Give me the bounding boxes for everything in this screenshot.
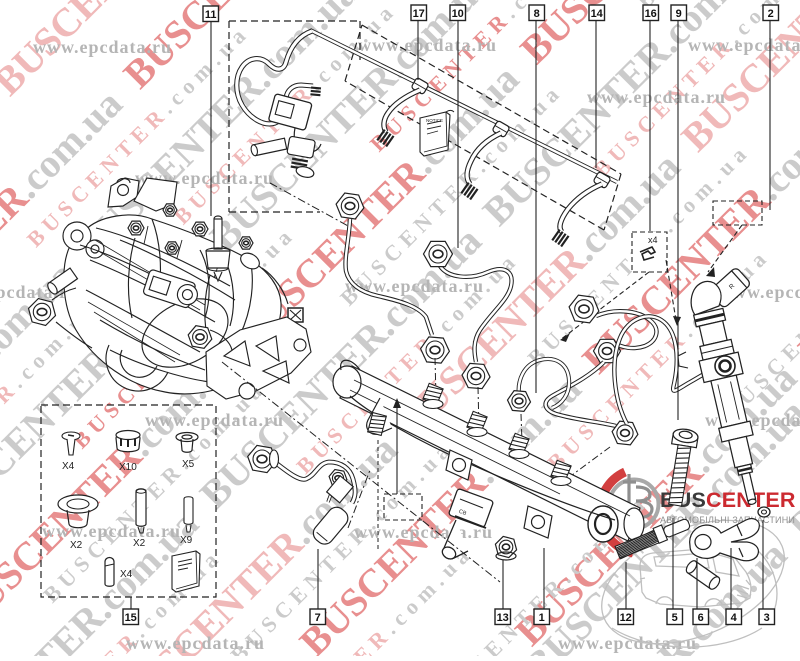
svg-text:www.epcdata.ru: www.epcdata.ru bbox=[358, 35, 497, 55]
svg-text:www.epcdata.ru: www.epcdata.ru bbox=[345, 276, 484, 296]
svg-text:17: 17 bbox=[413, 8, 425, 20]
svg-text:X4: X4 bbox=[120, 569, 133, 580]
svg-text:1: 1 bbox=[539, 612, 545, 624]
svg-text:АВТОМОБІЛЬНІ ЗАПЧАСТИНИ: АВТОМОБІЛЬНІ ЗАПЧАСТИНИ bbox=[660, 515, 795, 525]
svg-text:13: 13 bbox=[497, 612, 509, 624]
svg-text:R: R bbox=[728, 282, 736, 291]
svg-text:X5: X5 bbox=[182, 459, 195, 470]
svg-text:www.epcdata.ru: www.epcdata.ru bbox=[33, 37, 172, 57]
svg-text:5: 5 bbox=[672, 612, 678, 624]
svg-text:X10: X10 bbox=[119, 462, 137, 473]
svg-text:X2: X2 bbox=[70, 540, 83, 551]
svg-text:NOTICE: NOTICE bbox=[426, 118, 443, 123]
svg-text:X2: X2 bbox=[133, 538, 146, 549]
svg-text:CB: CB bbox=[458, 509, 468, 517]
svg-text:7: 7 bbox=[315, 612, 321, 624]
svg-text:6: 6 bbox=[698, 612, 704, 624]
svg-text:12: 12 bbox=[620, 612, 632, 624]
svg-text:www.epcdata.ru: www.epcdata.ru bbox=[587, 87, 726, 107]
svg-text:3: 3 bbox=[764, 612, 770, 624]
svg-text:X9: X9 bbox=[180, 535, 193, 546]
svg-text:9: 9 bbox=[676, 8, 682, 20]
svg-text:www.epcdata.ru: www.epcdata.ru bbox=[126, 633, 265, 653]
svg-text:8: 8 bbox=[534, 8, 540, 20]
svg-text:16: 16 bbox=[645, 8, 657, 20]
svg-text:14: 14 bbox=[591, 8, 604, 20]
svg-text:4: 4 bbox=[731, 612, 738, 624]
svg-text:11: 11 bbox=[205, 9, 217, 21]
svg-text:www.epcdata.ru: www.epcdata.ru bbox=[558, 633, 697, 653]
svg-text:2: 2 bbox=[768, 8, 774, 20]
svg-text:X4: X4 bbox=[62, 461, 75, 472]
svg-text:www.epcdata.ru: www.epcdata.ru bbox=[145, 410, 284, 430]
svg-text:www.epcdata.ru: www.epcdata.ru bbox=[688, 35, 800, 55]
svg-text:www.epcdata.ru: www.epcdata.ru bbox=[42, 521, 181, 541]
svg-text:15: 15 bbox=[125, 612, 137, 624]
svg-text:x4: x4 bbox=[648, 235, 658, 245]
svg-text:www.epcdata.ru: www.epcdata.ru bbox=[354, 522, 493, 542]
svg-text:10: 10 bbox=[452, 8, 464, 20]
